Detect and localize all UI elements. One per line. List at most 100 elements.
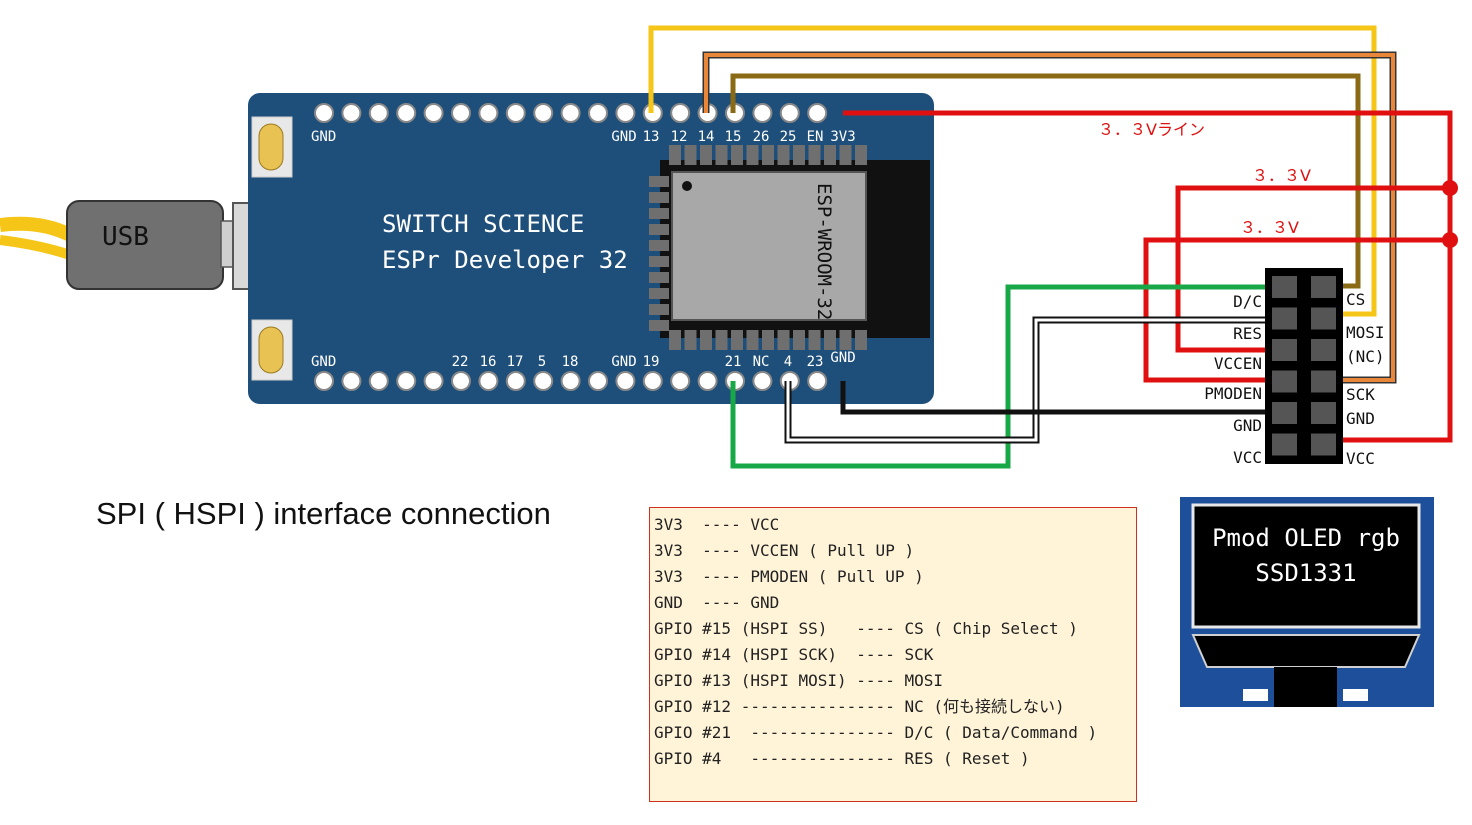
pin-label-top: EN xyxy=(807,129,824,145)
module-pad xyxy=(808,145,821,165)
pin-label-bottom-gnd-left: GND xyxy=(311,354,336,370)
oled-glass-tail xyxy=(1191,634,1421,668)
pin-label-bottom: 22 xyxy=(452,354,469,370)
connection-line: GPIO #15 (HSPI SS) ---- CS ( Chip Select… xyxy=(654,619,1078,638)
module-pad xyxy=(649,240,669,251)
header-pin xyxy=(588,371,608,391)
pin-label-bottom: 4 xyxy=(784,354,792,370)
pmod-right-label: MOSI xyxy=(1346,323,1385,342)
pin-label-bottom: 16 xyxy=(480,354,497,370)
header-pin xyxy=(423,371,444,391)
module-pad xyxy=(777,145,790,165)
module-pad xyxy=(808,330,821,350)
header-pin xyxy=(341,371,362,391)
module-pad xyxy=(762,330,774,350)
note-3v3-line: ３．３Vライン xyxy=(1098,120,1205,139)
header-pin xyxy=(560,103,581,123)
header-pin xyxy=(505,371,526,391)
module-pad xyxy=(649,208,669,219)
board-brand-line1: SWITCH SCIENCE xyxy=(382,210,584,238)
module-pad xyxy=(855,330,867,350)
module-can xyxy=(671,171,867,321)
header-pin xyxy=(451,371,471,391)
header-pin xyxy=(314,103,334,123)
header-pin xyxy=(396,371,417,391)
header-pin xyxy=(560,371,581,391)
module-pad xyxy=(824,330,836,350)
usb-cable-strand xyxy=(0,235,72,260)
pin-label-top: 12 xyxy=(671,129,688,145)
pin-label-top: 3V3 xyxy=(830,129,855,145)
pin-label-bottom: 17 xyxy=(507,354,524,370)
header-pin xyxy=(642,371,663,391)
connection-line: GPIO #4 --------------- RES ( Reset ) xyxy=(654,749,1030,768)
module-pad xyxy=(649,320,669,331)
pmod-right-label: CS xyxy=(1346,290,1365,309)
pin-label-bottom: 18 xyxy=(562,354,579,370)
module-pad xyxy=(762,145,774,165)
oled-pad-right xyxy=(1343,689,1368,701)
pin-label-bottom: 21 xyxy=(725,354,742,370)
connection-line: 3V3 ---- PMODEN ( Pull UP ) xyxy=(654,567,924,586)
module-pads xyxy=(649,145,867,350)
pmod-left-label: D/C xyxy=(1233,292,1262,311)
header-pin xyxy=(505,103,526,123)
oled-text-line1: Pmod OLED rgb xyxy=(1212,524,1400,552)
module-pad xyxy=(669,330,681,350)
wire-3v3-pmoden xyxy=(1143,237,1450,383)
connection-line: GPIO #14 (HSPI SCK) ---- SCK xyxy=(654,645,934,664)
pin-label-top: 15 xyxy=(725,129,742,145)
usb-cable xyxy=(0,216,74,242)
pmod-pad xyxy=(1272,307,1297,330)
connection-line: GND ---- GND xyxy=(654,593,780,612)
connection-line: 3V3 ---- VCC xyxy=(654,515,780,534)
header-pin xyxy=(615,371,636,391)
pmod-pad xyxy=(1272,276,1297,298)
pin-label-top: 25 xyxy=(780,129,797,145)
module-pad xyxy=(649,272,669,283)
pin-label-top: 13 xyxy=(643,129,660,145)
header-pin xyxy=(451,103,471,123)
module-pad xyxy=(684,145,697,165)
mount-hole-top xyxy=(258,123,284,171)
pmod-pad xyxy=(1272,433,1297,456)
junction-vccen xyxy=(1442,180,1458,196)
module-pad xyxy=(649,192,669,203)
header-pin xyxy=(752,371,773,391)
header-pin xyxy=(478,371,499,391)
header-pin xyxy=(807,371,828,391)
connection-line: 3V3 ---- VCCEN ( Pull UP ) xyxy=(654,541,915,560)
pin-label-top-gnd-left: GND xyxy=(311,129,336,145)
header-pin xyxy=(752,103,773,123)
pmod-pad xyxy=(1311,370,1336,393)
pmod-right-label: SCK xyxy=(1346,385,1375,404)
module-pad xyxy=(669,145,681,165)
junction-pmoden xyxy=(1442,232,1458,248)
module-pad xyxy=(839,145,852,165)
header-pin xyxy=(396,103,417,123)
pin-label-top: 26 xyxy=(753,129,770,145)
module-pin1-dot xyxy=(682,181,692,191)
pmod-pad xyxy=(1311,339,1336,361)
module-label: ESP-WROOM-32 xyxy=(813,183,835,320)
wire-gpio14-sck xyxy=(704,53,1395,382)
pmod-pad xyxy=(1311,402,1336,424)
header-pin xyxy=(807,103,828,123)
pmod-connector xyxy=(1265,268,1343,464)
header-pin xyxy=(670,371,691,391)
pin-label-bottom: 23 xyxy=(807,354,824,370)
oled-screen xyxy=(1191,503,1421,629)
pmod-pad xyxy=(1272,370,1297,393)
header-pin xyxy=(615,103,636,123)
module-pad xyxy=(746,330,759,350)
connection-line: GPIO #21 --------------- D/C ( Data/Comm… xyxy=(654,723,1098,742)
header-pin xyxy=(368,371,389,391)
module-pad xyxy=(649,288,669,299)
pmod-pad xyxy=(1311,276,1336,298)
module-pad xyxy=(700,145,712,165)
module-pad xyxy=(649,304,669,315)
pin-label-bottom: GND xyxy=(830,350,855,366)
